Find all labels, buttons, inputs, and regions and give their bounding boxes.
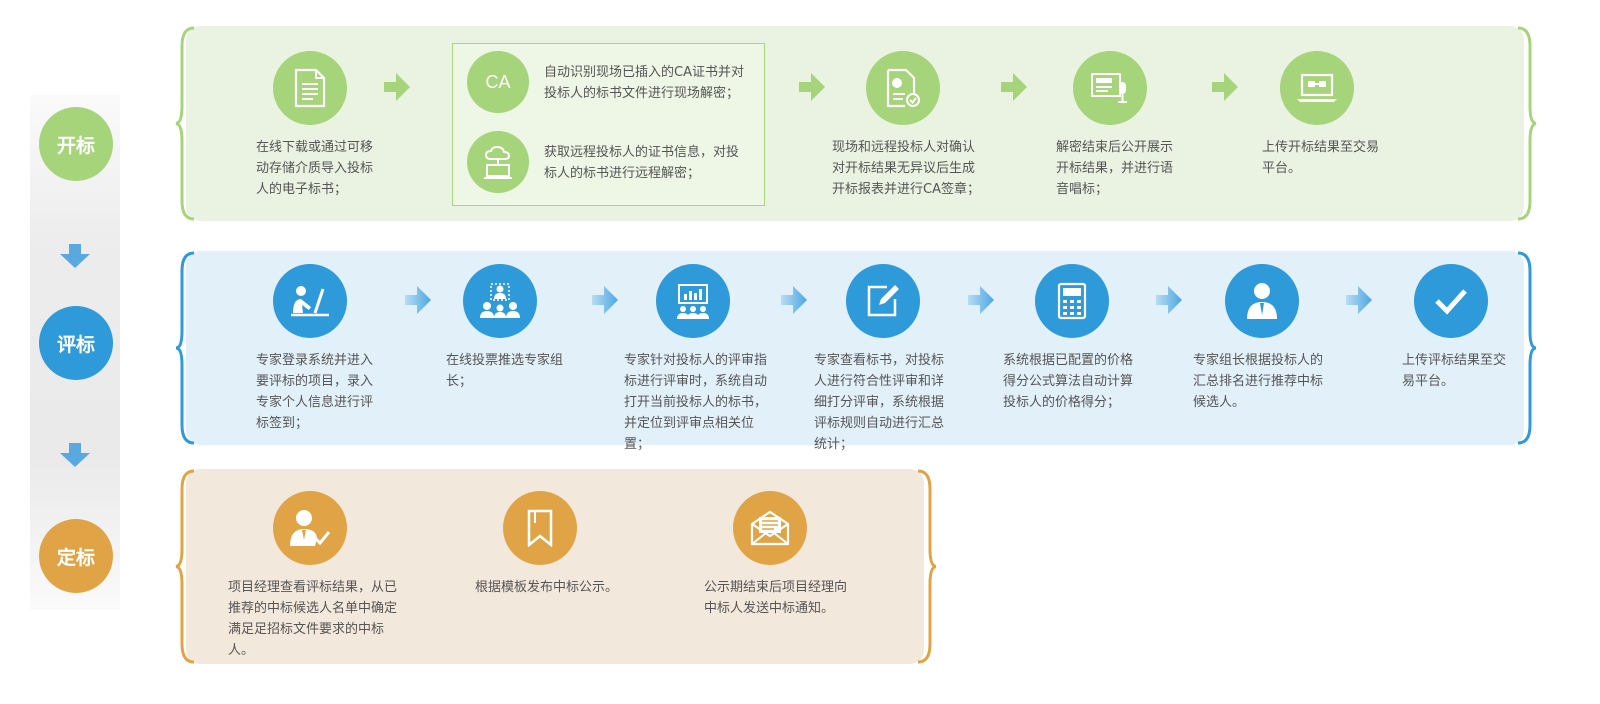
stage-kaibiao-label: 开标 xyxy=(56,134,95,157)
ca-label: CA xyxy=(485,71,511,92)
arrow-right-icon xyxy=(1156,286,1182,314)
dingbiao-step1-text: 项目经理查看评标结果，从已推荐的中标候选人名单中确定满足足招标文件要求的中标人。 xyxy=(228,580,398,658)
stage-dingbiao: 定标 xyxy=(39,519,113,593)
signed-report-icon xyxy=(866,51,940,125)
stage-dingbiao-label: 定标 xyxy=(56,546,95,569)
stage-pingbiao: 评标 xyxy=(39,306,113,380)
calculator-icon xyxy=(1035,264,1109,338)
pingbiao-step3-text: 专家针对投标人的评审指标进行评审时，系统自动打开当前投标人的标书，并定位到评审点… xyxy=(624,353,768,452)
right-brace xyxy=(1517,26,1537,221)
pingbiao-step7-text: 上传评标结果至交易平台。 xyxy=(1402,353,1507,389)
left-brace xyxy=(175,26,195,221)
edit-review-icon xyxy=(846,264,920,338)
expert-leader-icon xyxy=(1225,264,1299,338)
arrow-right-icon xyxy=(1001,73,1027,101)
arrow-right-icon xyxy=(1212,73,1238,101)
down-arrow-icon xyxy=(60,244,90,268)
ca-icon: CA xyxy=(467,51,529,113)
pingbiao-step6-text: 专家组长根据投标人的汇总排名进行推荐中标候选人。 xyxy=(1193,353,1324,410)
stage-kaibiao: 开标 xyxy=(39,107,113,181)
arrow-right-icon xyxy=(384,73,410,101)
ca-onsite-text: 自动识别现场已插入的CA证书并对投标人的标书文件进行现场解密； xyxy=(544,65,744,101)
pingbiao-step4-text: 专家查看标书，对投标人进行符合性评审和详细打分评审，系统根据评标规则自动进行汇总… xyxy=(814,353,945,452)
dingbiao-step2-text: 根据模板发布中标公示。 xyxy=(475,580,619,595)
left-brace xyxy=(175,469,195,664)
arrow-right-icon xyxy=(1346,286,1372,314)
upload-laptop-icon xyxy=(1280,51,1354,125)
press-broadcast-icon xyxy=(1073,51,1147,125)
kaibiao-step3-text: 现场和远程投标人对确认对开标结果无异议后生成开标报表并进行CA签章； xyxy=(832,140,980,197)
envelope-icon xyxy=(733,491,807,565)
check-icon xyxy=(1414,264,1488,338)
arrow-right-icon xyxy=(968,286,994,314)
vote-team-icon xyxy=(463,264,537,338)
pingbiao-step2-text: 在线投票推选专家组长； xyxy=(446,353,564,389)
manager-check-icon xyxy=(273,491,347,565)
right-brace xyxy=(917,469,937,664)
dingbiao-step3-text: 公示期结束后项目经理向中标人发送中标通知。 xyxy=(704,580,848,616)
document-icon xyxy=(273,51,347,125)
arrow-right-icon xyxy=(592,286,618,314)
right-brace xyxy=(1517,251,1537,445)
remote-cloud-icon xyxy=(467,131,529,193)
left-brace xyxy=(175,251,195,445)
kaibiao-step4-text: 解密结束后公开展示开标结果，并进行语音唱标； xyxy=(1056,140,1174,197)
review-presentation-icon xyxy=(656,264,730,338)
kaibiao-step5-text: 上传开标结果至交易平台。 xyxy=(1262,140,1380,176)
kaibiao-step1-text: 在线下载或通过可移动存储介质导入投标人的电子标书； xyxy=(256,140,374,197)
pingbiao-step1-text: 专家登录系统并进入要评标的项目，录入专家个人信息进行评标签到； xyxy=(256,353,374,431)
bookmark-icon xyxy=(503,491,577,565)
ca-remote-text: 获取远程投标人的证书信息，对投标人的标书进行远程解密； xyxy=(544,145,740,181)
arrow-right-icon xyxy=(781,286,807,314)
stage-pingbiao-label: 评标 xyxy=(56,333,95,356)
arrow-right-icon xyxy=(405,286,431,314)
arrow-right-icon xyxy=(799,73,825,101)
down-arrow-icon xyxy=(60,443,90,467)
expert-login-icon xyxy=(273,264,347,338)
pingbiao-step5-text: 系统根据已配置的价格得分公式算法自动计算投标人的价格得分； xyxy=(1003,353,1134,410)
